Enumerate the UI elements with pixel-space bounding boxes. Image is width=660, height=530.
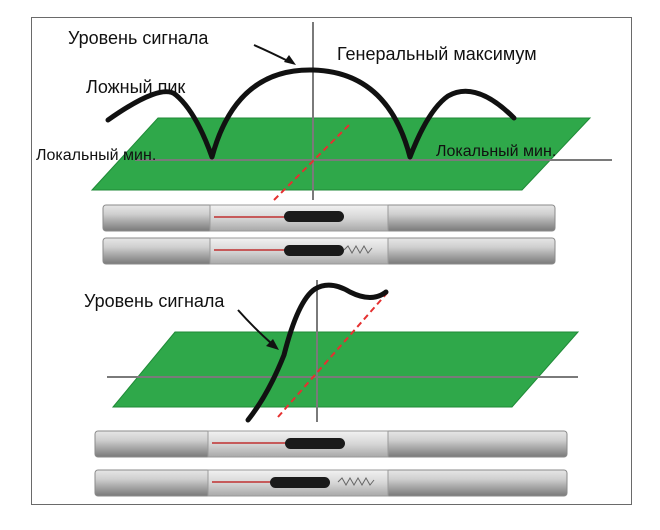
- top-pipe-2-probe: [284, 245, 344, 256]
- figure-frame: [31, 17, 632, 505]
- top-signal-pointer: [253, 44, 291, 63]
- bottom-signal-curve: [245, 282, 389, 423]
- bottom-pipe-1: [94, 430, 568, 458]
- top-signal-pointer-head: [284, 55, 296, 65]
- bottom-green-board: [111, 331, 580, 408]
- top-label-signal: Уровень сигнала: [68, 28, 209, 48]
- top-dashed-line: [273, 123, 351, 201]
- top-panel: Уровень сигнала Генеральный максимум Лож…: [36, 22, 612, 201]
- bottom-pipe-2-coil: [337, 476, 375, 487]
- top-signal-curve: [105, 67, 517, 160]
- top-label-local-min-left: Локальный мин.: [36, 147, 156, 164]
- bottom-signal-pointer-head: [266, 339, 279, 350]
- top-label-local-min-right: Локальный мин.: [436, 143, 556, 160]
- top-pipe-2-coil: [343, 244, 373, 255]
- bottom-signal-pointer: [237, 309, 273, 345]
- top-label-global-max: Генеральный максимум: [337, 44, 537, 64]
- bottom-pipe-1-probe: [285, 438, 345, 449]
- bottom-panel: Уровень сигнала: [84, 280, 580, 423]
- bottom-label-signal: Уровень сигнала: [84, 291, 225, 311]
- bottom-dashed-line: [277, 291, 389, 418]
- top-pipe-1: [102, 204, 556, 232]
- bottom-pipe-2-probe: [270, 477, 330, 488]
- top-label-false-peak: Ложный пик: [86, 77, 185, 97]
- bottom-pipe-2: [94, 469, 568, 497]
- top-pipe-2: [102, 237, 556, 265]
- top-pipe-1-probe: [284, 211, 344, 222]
